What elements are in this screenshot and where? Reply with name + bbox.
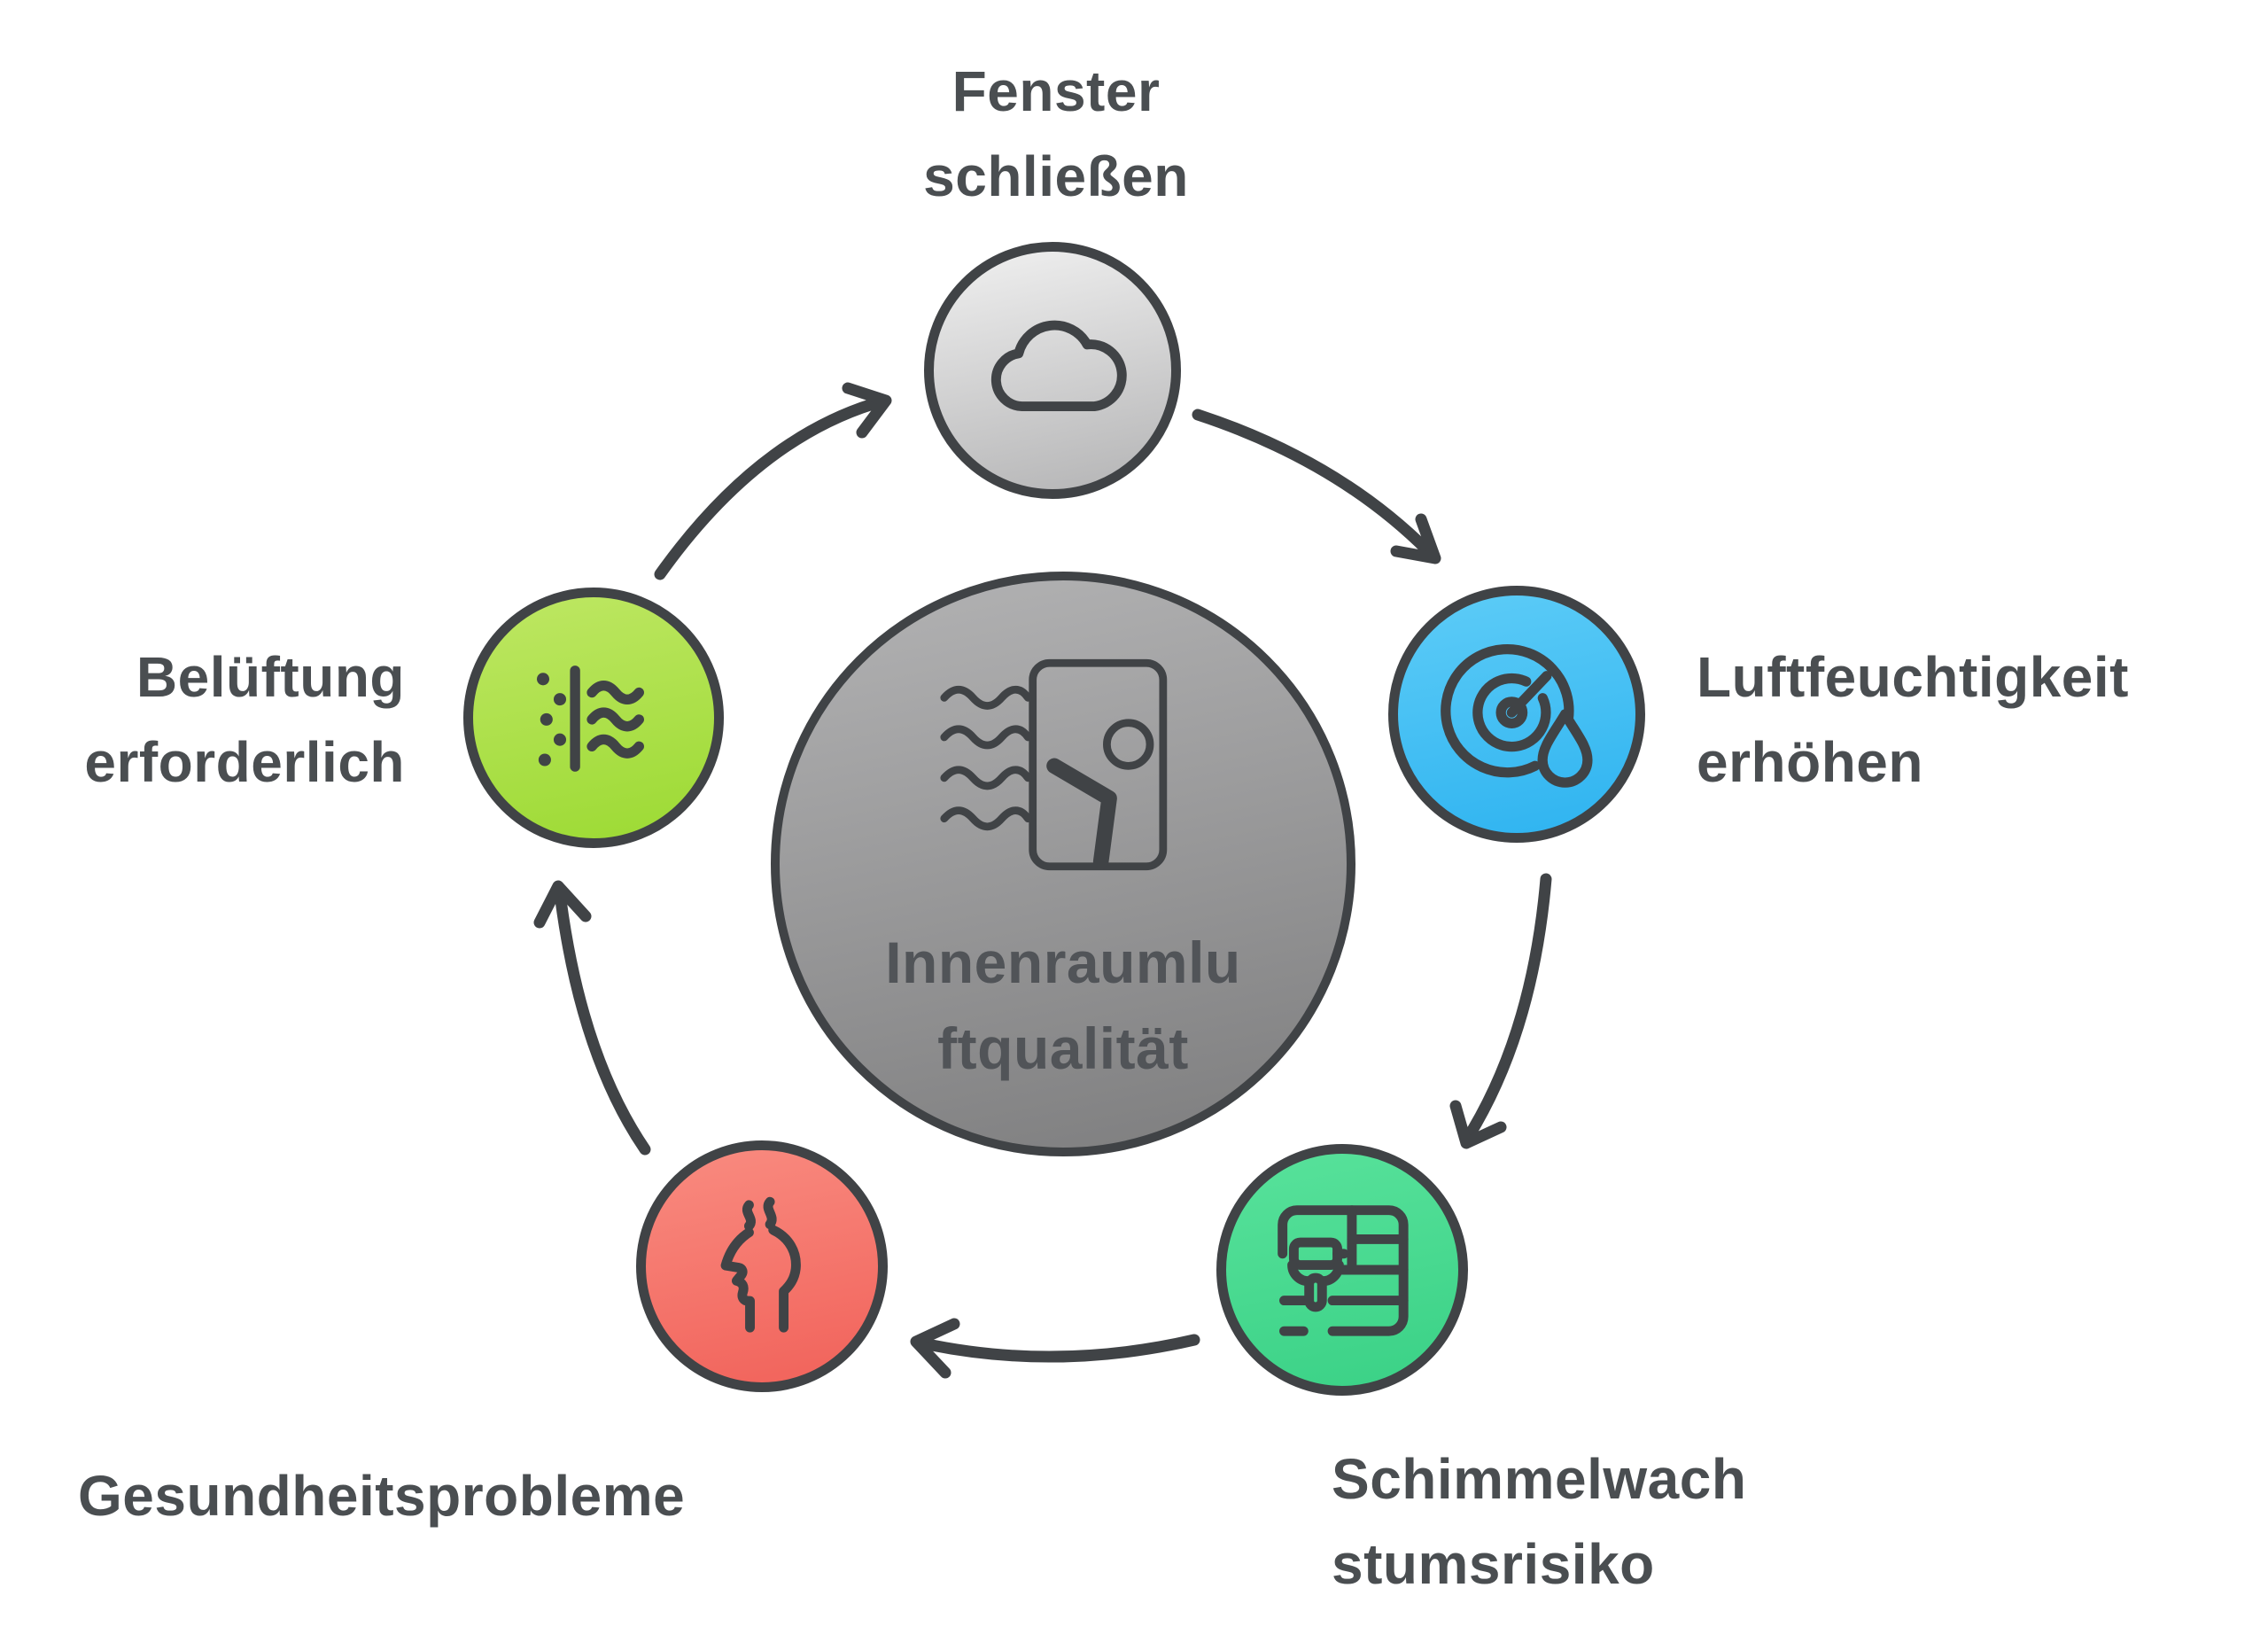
arrow-humidity-to-mold (1449, 873, 1552, 1149)
label-schimmelwachstumsrisiko: Schimmelwach stumsrisiko (1332, 1447, 1747, 1596)
label-gesundheitsprobleme: Gesundheitsprobleme (78, 1464, 686, 1528)
label-luftfeuchtigkeit: Luftfeuchtigkeit erhöhen (1697, 645, 2129, 794)
arrow-ventilation-to-close-window (654, 382, 892, 580)
arrow-mold-to-health (910, 1318, 1200, 1379)
label-belueftung: Belüftung erforderlich (84, 645, 405, 794)
node-circle-luftfeuchtigkeit (1388, 586, 1645, 843)
arrow-health-to-ventilation (533, 880, 651, 1156)
head-steam-icon (681, 1186, 843, 1347)
air-filter-icon (509, 634, 678, 802)
hub-circle-indoor-air-quality (771, 572, 1355, 1156)
humidity-gauge-icon (1433, 631, 1600, 798)
arrow-close-window-to-humidity (1192, 409, 1441, 564)
node-circle-gesundheitsprobleme (636, 1140, 888, 1392)
node-circle-schimmelwachstumsrisiko (1216, 1144, 1468, 1396)
cloud-icon (972, 313, 1133, 429)
node-circle-belueftung (463, 588, 724, 848)
label-fenster-schliessen: Fenster schließen (923, 59, 1189, 208)
hub-label: Innenraumlu ftqualität (885, 930, 1241, 1081)
node-circle-fenster-schliessen (924, 242, 1181, 499)
window-airflow-icon (935, 656, 1174, 877)
paint-roller-icon (1262, 1189, 1423, 1350)
